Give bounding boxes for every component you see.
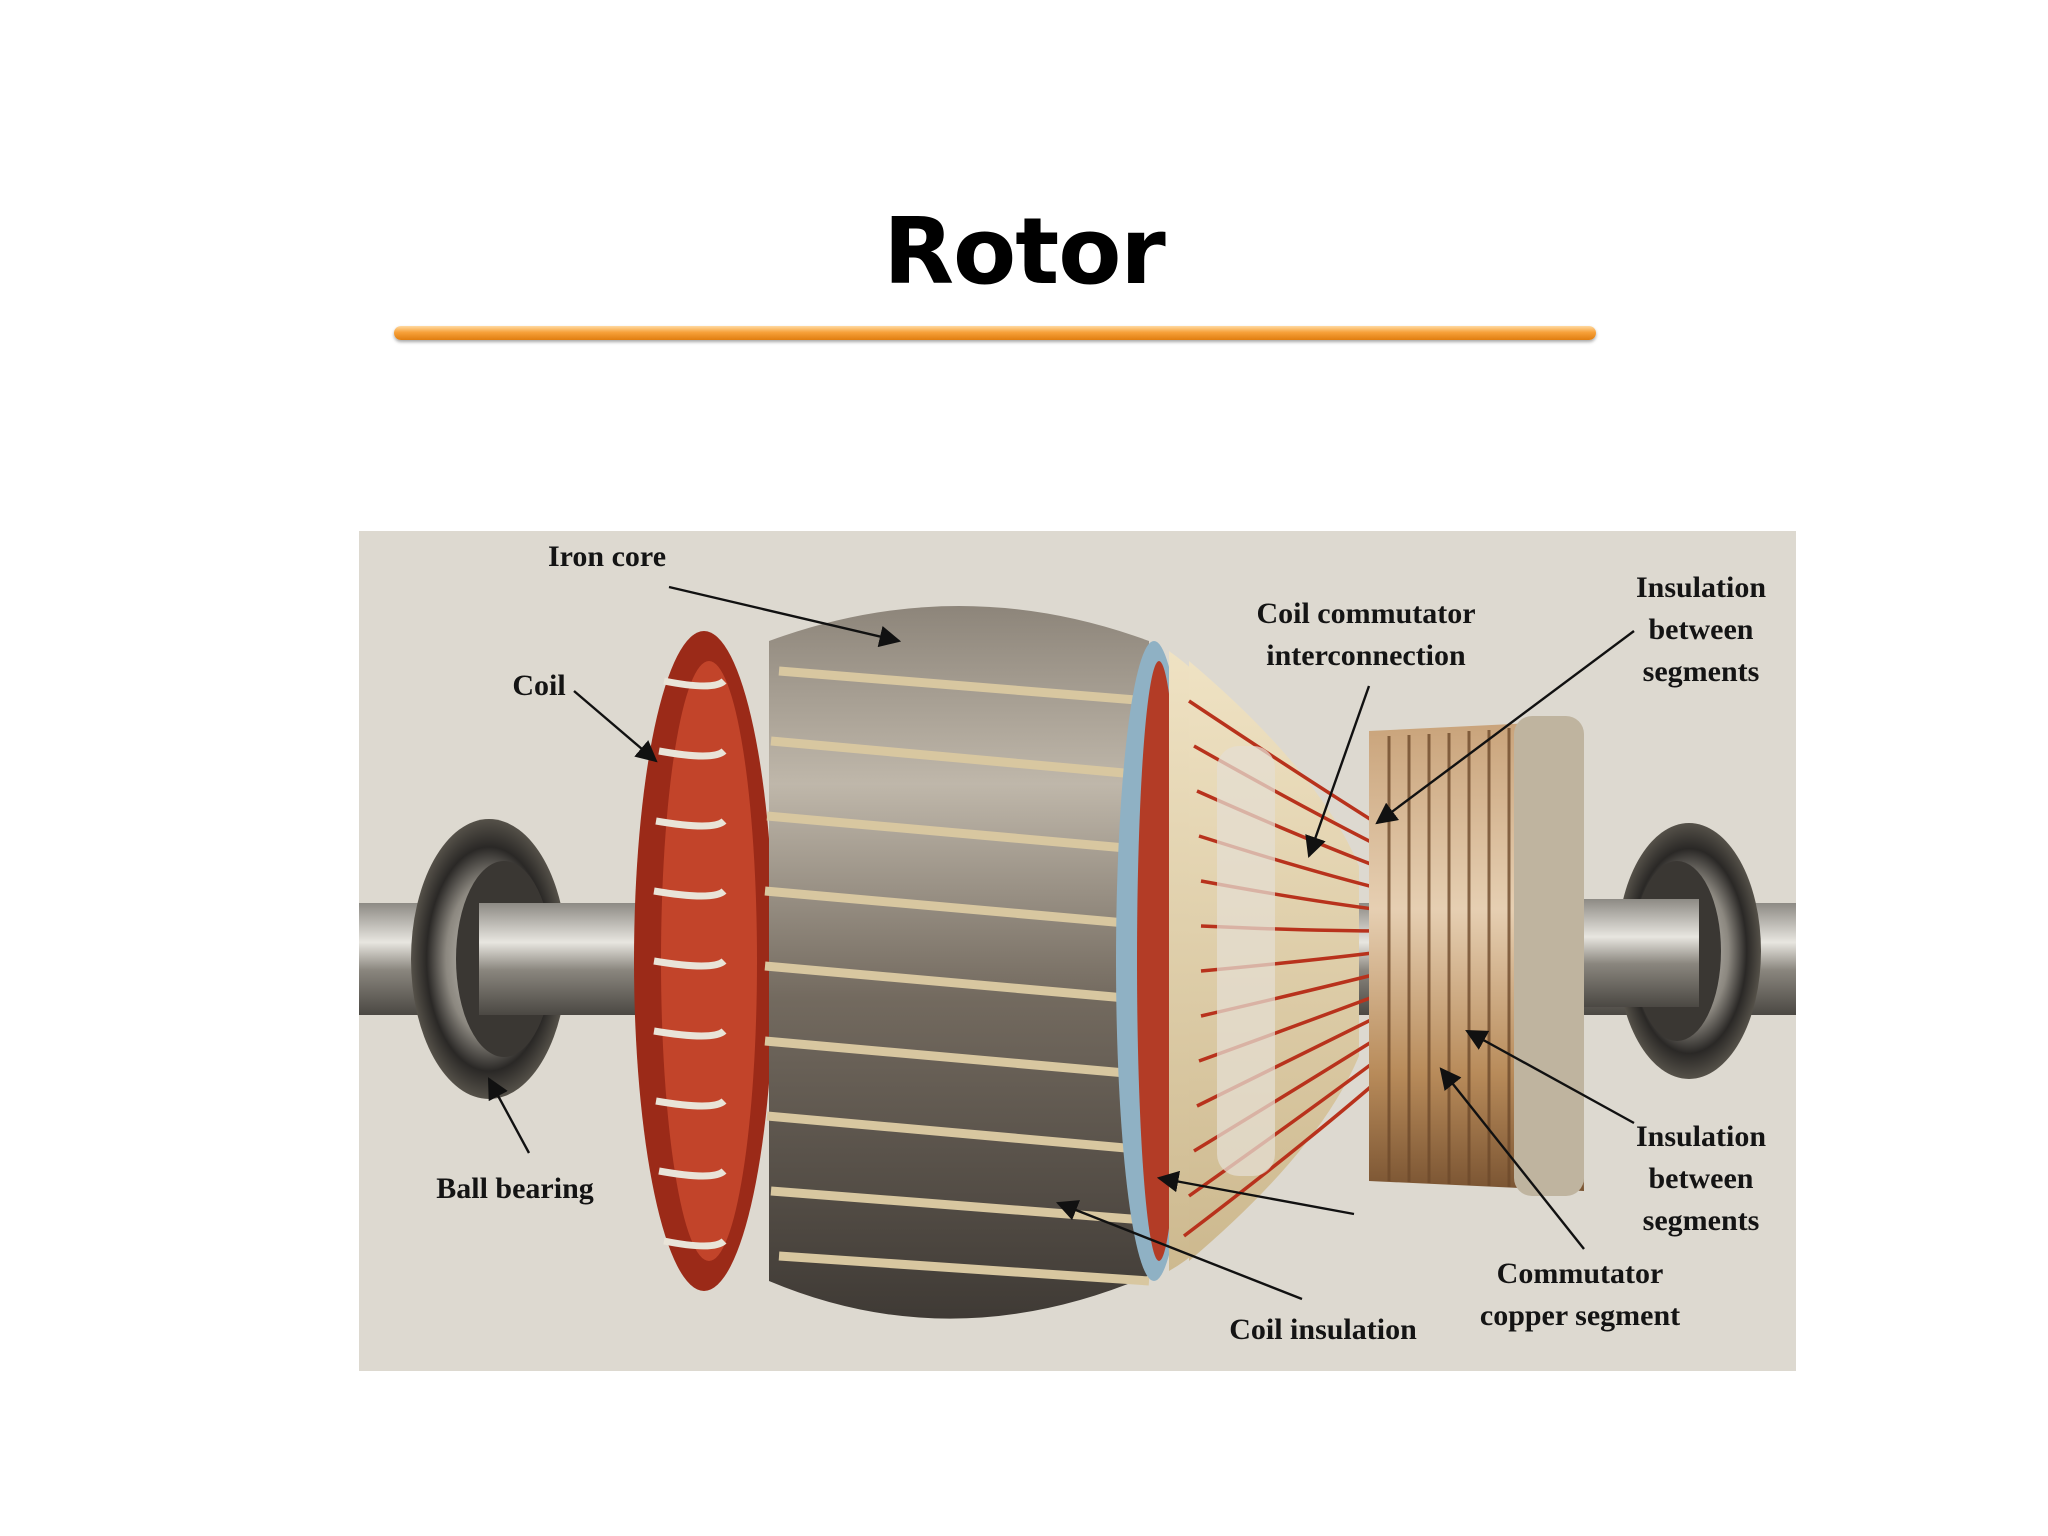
label-commutator-line1: Commutator — [1497, 1257, 1664, 1290]
label-insulation-bottom-line3: segments — [1643, 1204, 1760, 1237]
label-coil: Coil — [512, 669, 565, 702]
rotor-illustration: Iron core Coil Coil commutator interconn… — [359, 540, 1796, 1346]
label-ball-bearing: Ball bearing — [436, 1172, 594, 1205]
annotation-arrows — [487, 585, 1635, 1301]
left-coil-winding — [634, 631, 774, 1291]
label-commutator-line2: copper segment — [1480, 1299, 1680, 1332]
label-coil-commutator-line1: Coil commutator — [1256, 597, 1475, 630]
label-insulation-bottom-line2: between — [1649, 1162, 1754, 1195]
label-insulation-bottom-line1: Insulation — [1636, 1120, 1766, 1153]
label-coil-insulation: Coil insulation — [1229, 1313, 1417, 1346]
label-insulation-top-line2: between — [1649, 613, 1754, 646]
title-underline — [394, 326, 1596, 340]
right-ball-bearing — [1579, 823, 1761, 1079]
label-insulation-top-line3: segments — [1643, 655, 1760, 688]
iron-core — [764, 606, 1160, 1319]
slide-title: Rotor — [883, 198, 1166, 305]
label-iron-core: Iron core — [548, 540, 666, 573]
label-coil-commutator-line2: interconnection — [1266, 639, 1466, 672]
clear-sleeve — [1217, 746, 1275, 1176]
commutator — [1369, 716, 1584, 1196]
label-insulation-top-line1: Insulation — [1636, 571, 1766, 604]
rotor-photo: Iron core Coil Coil commutator interconn… — [359, 531, 1796, 1371]
left-ball-bearing — [411, 819, 599, 1099]
